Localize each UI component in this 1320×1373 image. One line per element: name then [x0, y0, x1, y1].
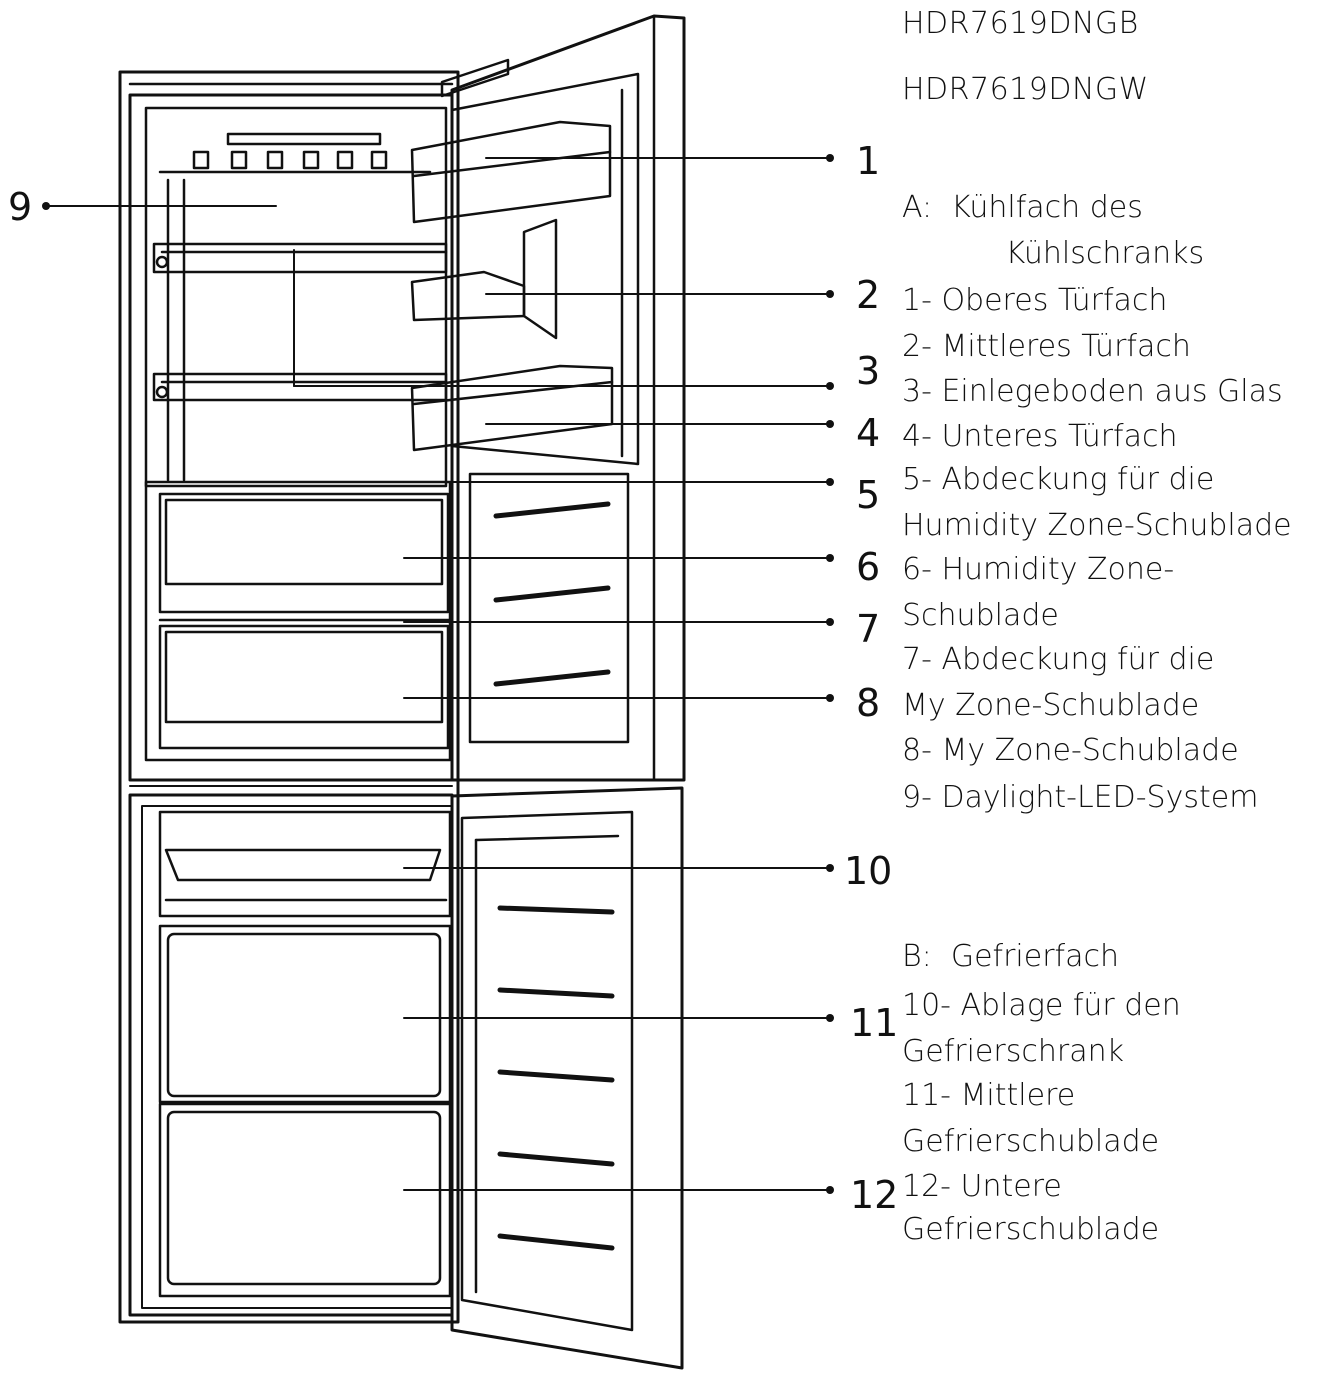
callout-7: 7 [856, 607, 880, 651]
callout-9: 9 [8, 185, 32, 229]
callout-12: 12 [850, 1173, 898, 1217]
legend-item-4: 4- Unteres Türfach [902, 419, 1178, 454]
legend-item-5: 5- Abdeckung für die [902, 462, 1215, 497]
model-number-2: HDR7619DNGW [902, 72, 1149, 107]
legend-item-6: 6- Humidity Zone- [902, 552, 1175, 587]
legend-item-8: 8- My Zone-Schublade [902, 733, 1239, 768]
callout-10: 10 [844, 849, 892, 893]
legend-section-a: A: Kühlfach des [902, 190, 1143, 225]
legend-item-5-cont: Humidity Zone-Schublade [902, 508, 1292, 543]
legend-item-10-cont: Gefrierschrank [902, 1034, 1124, 1069]
leader-dots [42, 154, 834, 1194]
callout-1: 1 [856, 139, 880, 183]
fridge-drawing: 1 2 3 4 5 6 7 8 9 10 11 12 [8, 14, 898, 1370]
legend-item-3: 3- Einlegeboden aus Glas [902, 374, 1283, 409]
glass-shelves [152, 242, 448, 402]
callout-3: 3 [856, 349, 880, 393]
led-panel [158, 132, 432, 482]
callout-numbers: 1 2 3 4 5 6 7 8 9 10 11 12 [8, 139, 898, 1217]
legend-section-a-cont: Kühlschranks [958, 236, 1205, 271]
leader-lines [45, 157, 831, 1191]
legend-item-12: 12- Untere [902, 1169, 1062, 1204]
model-number-1: HDR7619DNGB [902, 6, 1139, 41]
legend-item-1: 1- Oberes Türfach [902, 283, 1168, 318]
lower-door [450, 786, 684, 1370]
legend-item-11: 11- Mittlere [902, 1078, 1076, 1113]
door-bins [410, 120, 614, 687]
callout-2: 2 [856, 273, 880, 317]
callout-5: 5 [856, 473, 880, 517]
legend-item-7-cont: My Zone-Schublade [902, 688, 1200, 723]
legend-item-2: 2- Mittleres Türfach [902, 329, 1191, 364]
legend-item-7: 7- Abdeckung für die [902, 642, 1215, 677]
upper-door [440, 14, 686, 782]
callout-11: 11 [850, 1001, 898, 1045]
legend-item-9: 9- Daylight-LED-System [902, 780, 1259, 815]
legend-item-12-cont: Gefrierschublade [902, 1212, 1160, 1247]
freezer-drawers [158, 810, 452, 1298]
callout-8: 8 [856, 681, 880, 725]
callout-4: 4 [856, 411, 880, 455]
legend-item-11-cont: Gefrierschublade [902, 1124, 1160, 1159]
callout-6: 6 [856, 545, 880, 589]
legend-item-10: 10- Ablage für den [902, 988, 1181, 1023]
legend-item-6-cont: Schublade [902, 598, 1059, 633]
legend-section-b: B: Gefrierfach [902, 939, 1120, 974]
